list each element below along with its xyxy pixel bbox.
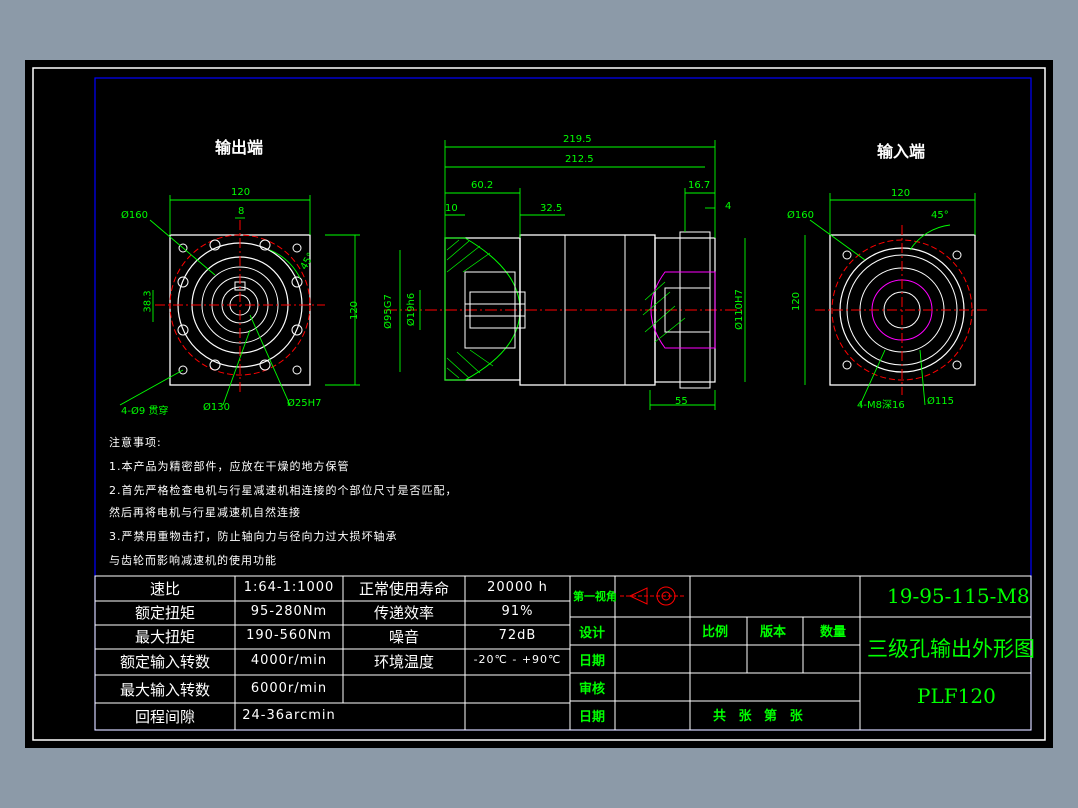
dim-output-width: 120 — [231, 187, 251, 198]
dim-side-10: 10 — [445, 203, 458, 214]
side-section-view — [385, 140, 746, 410]
spec-value: -20℃ - +90℃ — [473, 653, 562, 666]
dim-side-32: 32.5 — [540, 203, 563, 214]
dim-output-38: 38.3 — [142, 290, 154, 313]
spec-label: 环境温度 — [373, 653, 434, 671]
spec-value: 190-560Nm — [246, 628, 332, 643]
spec-label: 正常使用寿命 — [358, 580, 449, 598]
tb-sheets: 共 张 第 张 — [713, 709, 807, 724]
dim-side-55: 55 — [675, 396, 688, 407]
dim-input-d115: Ø115 — [927, 396, 954, 407]
dim-output-holes: 4-Ø9 贯穿 — [121, 406, 169, 417]
tb-version: 版本 — [760, 625, 787, 640]
dim-input-width: 120 — [891, 188, 911, 199]
dim-output-d130: Ø130 — [203, 402, 230, 413]
projection-symbol — [620, 586, 685, 606]
spec-value: 4000r/min — [250, 653, 328, 668]
tb-review: 审核 — [579, 682, 606, 697]
dim-input-height: 120 — [791, 291, 803, 312]
dim-side-212: 212.5 — [565, 154, 594, 165]
drawing-title: 三级孔输出外形图 — [867, 637, 1035, 661]
dim-input-holes: 4-M8深16 — [857, 400, 905, 411]
drawing-sheet: 输出端 输入端 120 8 Ø160 38.3 120 45° 4-Ø9 贯穿 … — [25, 60, 1053, 748]
spec-value: 72dB — [498, 628, 537, 643]
note-line-1: 1.本产品为精密部件，应放在干燥的地方保管 — [109, 460, 350, 473]
spec-label: 传递效率 — [373, 604, 434, 622]
dim-side-16: 16.7 — [688, 180, 711, 191]
dim-output-height: 120 — [349, 300, 361, 321]
output-end-title: 输出端 — [215, 138, 264, 157]
spec-label: 回程间隙 — [134, 708, 195, 726]
spec-value: 6000r/min — [250, 681, 328, 696]
spec-label: 最大输入转数 — [119, 681, 210, 699]
outer-frame — [32, 67, 1046, 741]
spec-value: 20000 h — [487, 580, 548, 595]
dim-output-offset: 8 — [238, 206, 245, 217]
dim-side-4: 4 — [725, 201, 732, 212]
dim-output-d25: Ø25H7 — [287, 398, 322, 409]
spec-label: 速比 — [149, 580, 180, 598]
note-line-3: 然后再将电机与行星减速机自然连接 — [109, 506, 301, 519]
tb-design: 设计 — [579, 626, 606, 641]
output-end-view — [119, 195, 360, 406]
spec-label: 最大扭矩 — [134, 628, 195, 646]
spec-label: 额定扭矩 — [134, 604, 195, 622]
input-end-view — [804, 193, 990, 406]
spec-value: 91% — [501, 604, 534, 619]
model-number: PLF120 — [917, 684, 996, 708]
note-line-4: 3.严禁用重物击打，防止轴向力与径向力过大损坏轴承 — [109, 530, 398, 543]
tb-date1: 日期 — [579, 654, 606, 669]
spec-label: 噪音 — [388, 628, 419, 646]
note-line-2: 2.首先严格检查电机与行星减速机相连接的个部位尺寸是否匹配， — [109, 484, 458, 497]
tb-quantity: 数量 — [820, 625, 847, 640]
dim-side-60: 60.2 — [471, 180, 494, 191]
spec-value: 24-36arcmin — [242, 708, 336, 723]
dim-side-d95: Ø95G7 — [382, 294, 394, 329]
dim-side-d19: Ø19h6 — [406, 292, 418, 327]
dim-side-total: 219.5 — [563, 134, 592, 145]
tb-projection: 第一视角 — [573, 590, 617, 603]
dim-input-d160: Ø160 — [787, 210, 814, 221]
note-line-5: 与齿轮而影响减速机的使用功能 — [109, 554, 277, 567]
tb-date2: 日期 — [579, 710, 606, 725]
cad-drawing — [32, 67, 1046, 741]
spec-value: 1:64-1:1000 — [243, 580, 335, 595]
dim-side-d110: Ø110H7 — [733, 289, 745, 330]
spec-label: 额定输入转数 — [119, 653, 210, 671]
drawing-number: 19-95-115-M8 — [887, 584, 1030, 608]
dim-input-angle: 45° — [931, 210, 949, 221]
title-block-grid — [94, 575, 1032, 731]
input-end-title: 输入端 — [877, 142, 926, 161]
dim-output-d160: Ø160 — [121, 210, 148, 221]
notes-heading: 注意事项: — [109, 436, 162, 449]
tb-scale: 比例 — [702, 625, 729, 640]
spec-value: 95-280Nm — [250, 604, 328, 619]
